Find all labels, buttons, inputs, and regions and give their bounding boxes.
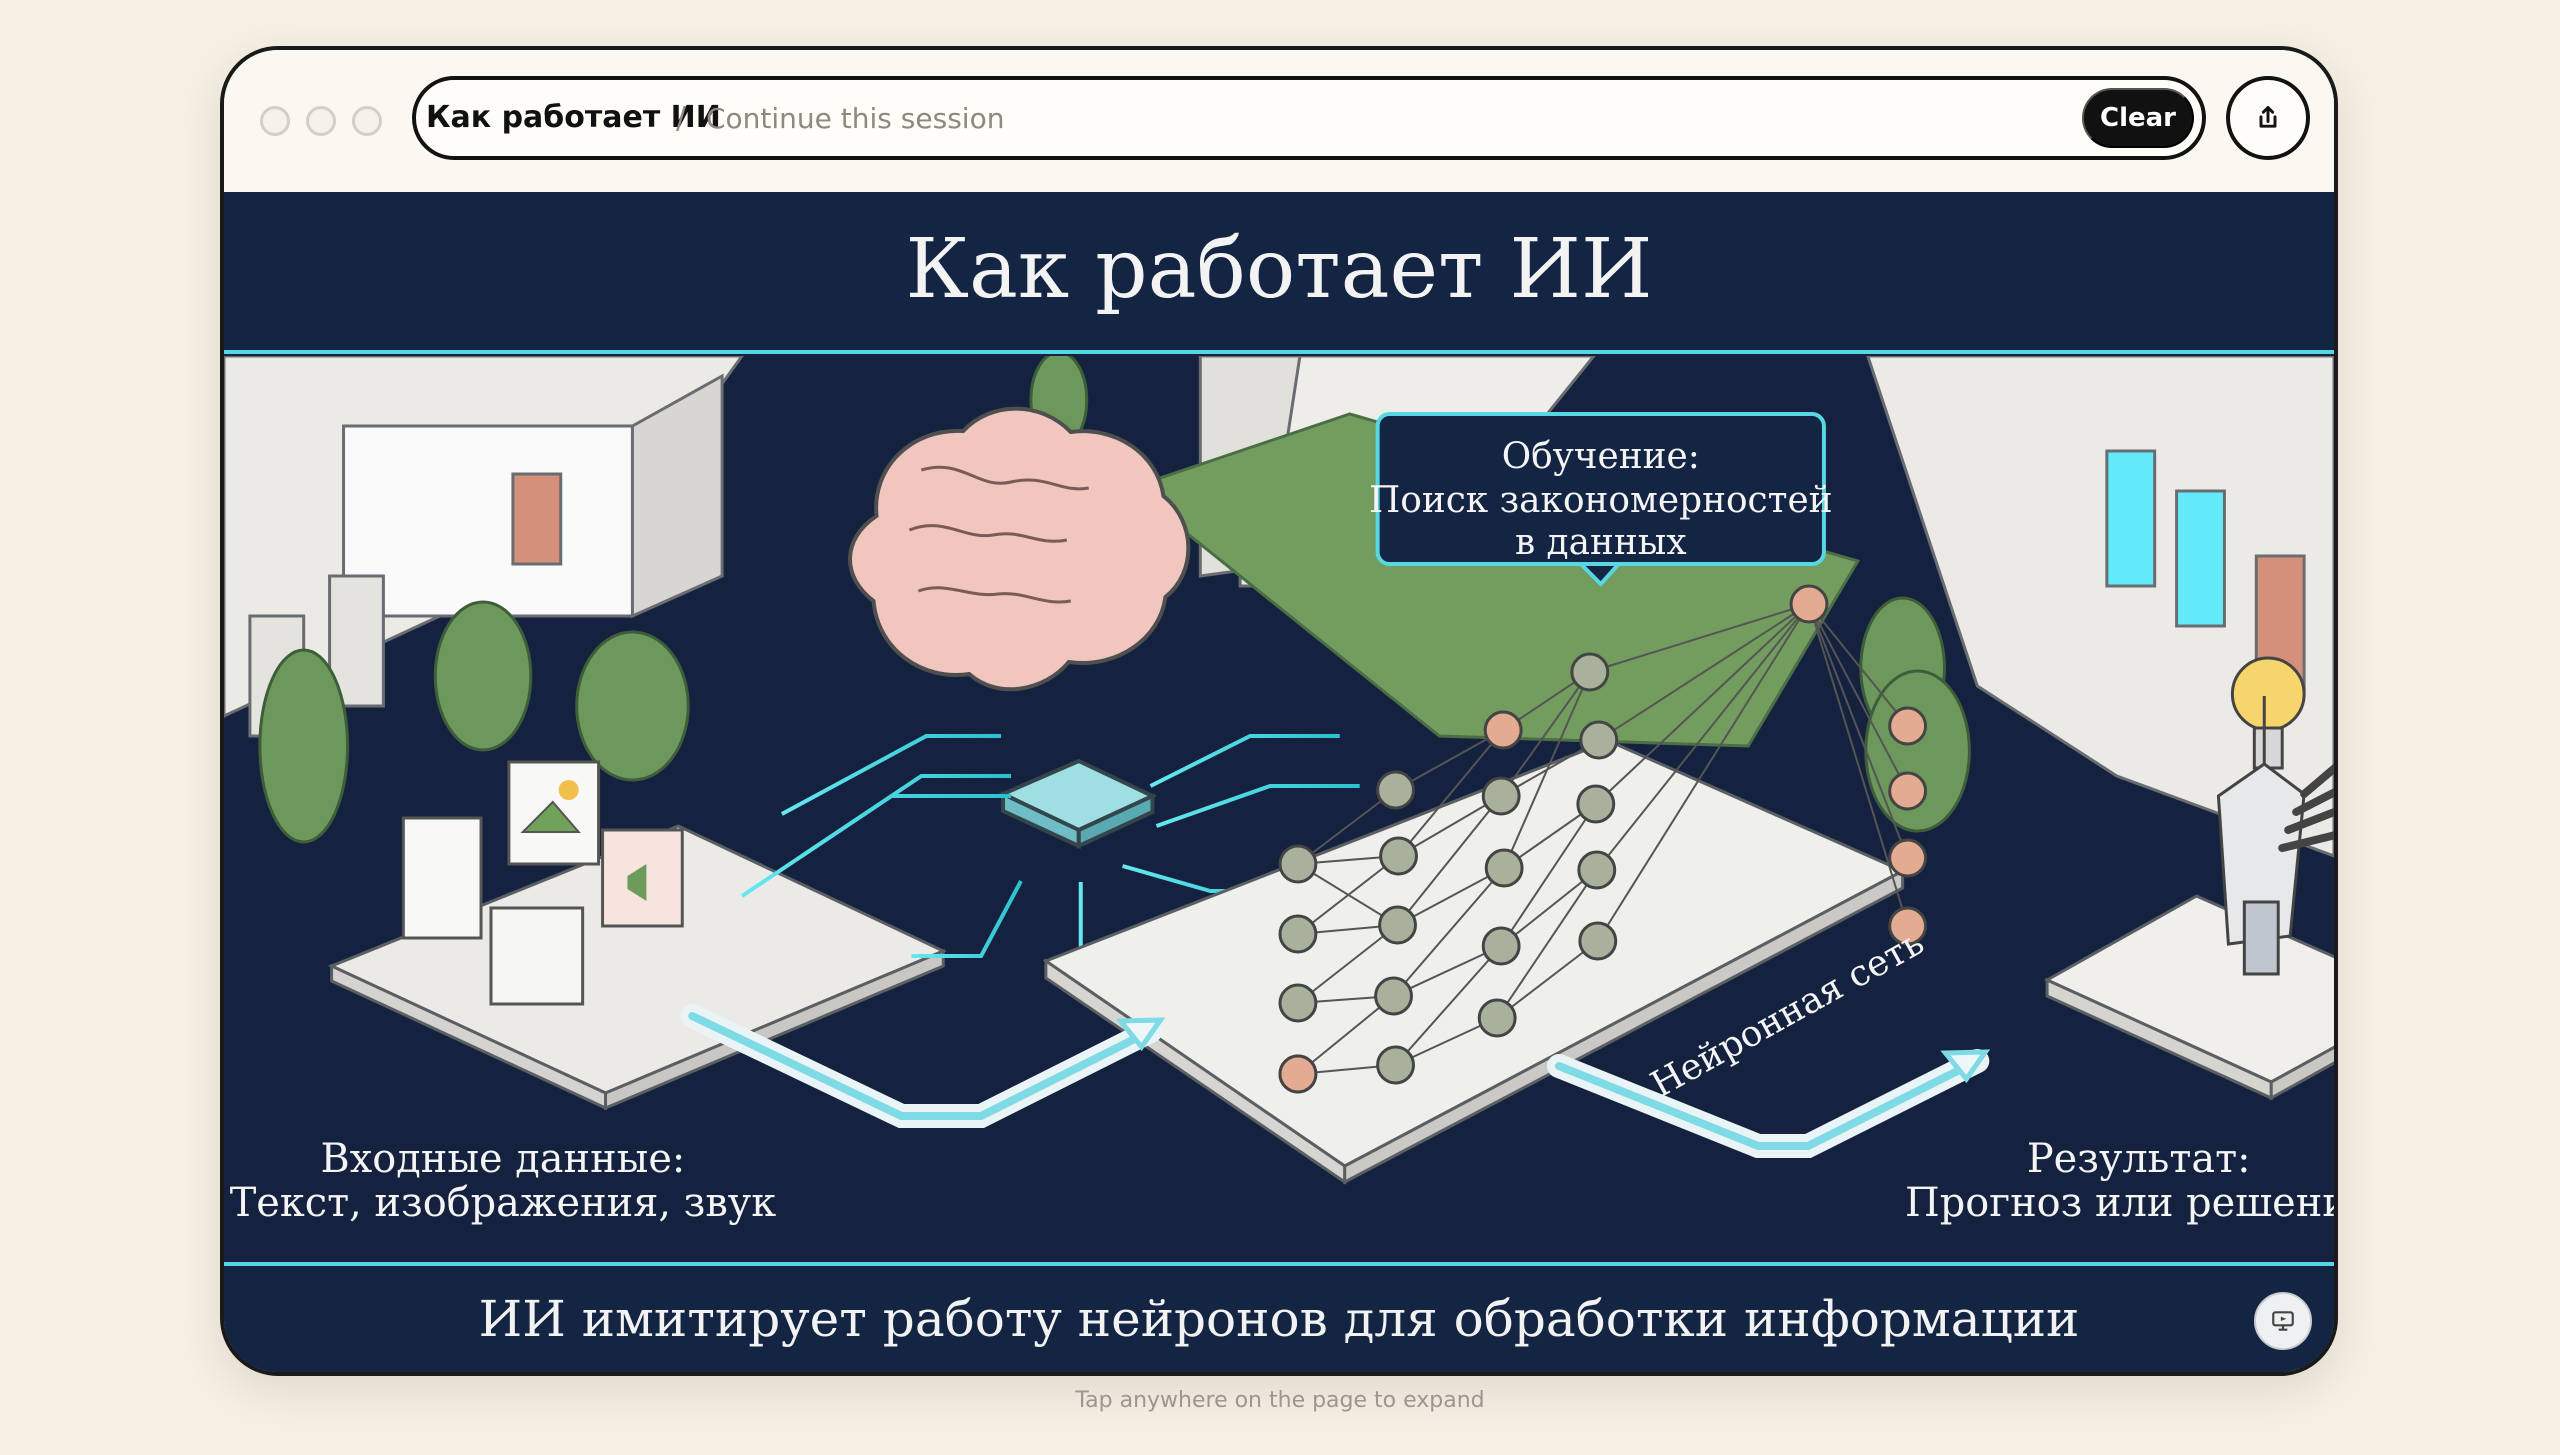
output-platform bbox=[2043, 656, 2334, 1101]
session-title-bar[interactable]: Как работает ИИ / Continue this session … bbox=[412, 76, 2206, 160]
learning-callout: Обучение: Поиск закономерностей в данных bbox=[1369, 412, 1833, 587]
input-label-line-1: Входные данные: bbox=[321, 1136, 686, 1182]
window-controls bbox=[260, 106, 382, 136]
slide-footer: ИИ имитирует работу нейронов для обработ… bbox=[224, 1262, 2334, 1372]
footer-caption: ИИ имитирует работу нейронов для обработ… bbox=[478, 1290, 2080, 1348]
network-platform: Нейронная сеть bbox=[1042, 584, 1931, 1185]
dot-icon[interactable] bbox=[352, 106, 382, 136]
callout-line-2: Поиск закономерностей bbox=[1369, 480, 1833, 521]
dot-icon[interactable] bbox=[260, 106, 290, 136]
slide-title: Как работает ИИ bbox=[905, 222, 1653, 317]
slide-header: Как работает ИИ bbox=[224, 192, 2334, 354]
session-title: Как работает ИИ bbox=[426, 100, 721, 135]
output-label-line-2: Прогноз или решение bbox=[1905, 1180, 2334, 1226]
present-button[interactable] bbox=[2254, 1292, 2312, 1350]
input-platform bbox=[327, 760, 947, 1111]
output-label-line-1: Результат: bbox=[2027, 1136, 2251, 1182]
brain-chip-group bbox=[740, 406, 1360, 1008]
top-bar: Как работает ИИ / Continue this session … bbox=[224, 50, 2334, 190]
callout-line-1: Обучение: bbox=[1502, 436, 1700, 477]
input-label-line-2: Текст, изображения, звук bbox=[230, 1180, 776, 1226]
illustration: Нейронная сеть bbox=[224, 356, 2334, 1262]
app-window: Как работает ИИ / Continue this session … bbox=[220, 46, 2338, 1376]
share-button[interactable] bbox=[2226, 76, 2310, 160]
session-subtitle[interactable]: Continue this session bbox=[706, 102, 1005, 135]
process-arrows bbox=[680, 1004, 1991, 1158]
expand-hint: Tap anywhere on the page to expand bbox=[1075, 1388, 1485, 1413]
ai-process-diagram: Нейронная сеть bbox=[224, 356, 2334, 1226]
callout-line-3: в данных bbox=[1515, 522, 1687, 563]
slide-view[interactable]: Как работает ИИ bbox=[224, 192, 2334, 1372]
dot-icon[interactable] bbox=[306, 106, 336, 136]
share-icon bbox=[2259, 106, 2277, 128]
clear-button[interactable]: Clear bbox=[2082, 88, 2194, 148]
present-icon bbox=[2272, 1311, 2294, 1331]
title-separator: / bbox=[676, 101, 687, 136]
